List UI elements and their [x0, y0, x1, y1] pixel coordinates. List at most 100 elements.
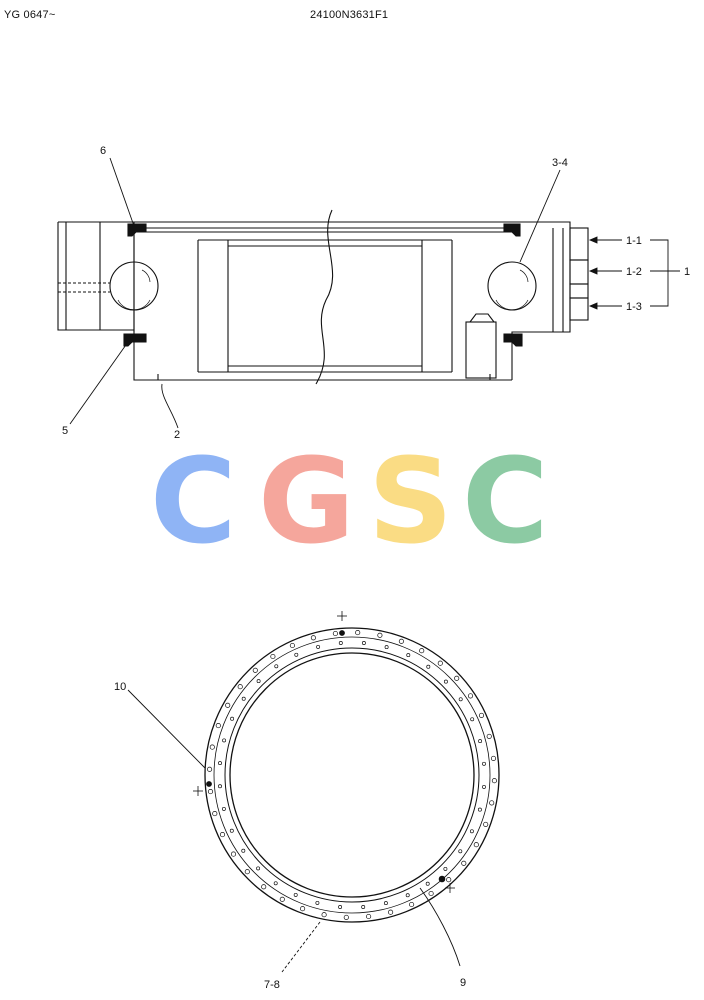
bolt-hole: [229, 828, 234, 833]
bolt-hole: [338, 905, 343, 909]
bolt-hole: [467, 693, 474, 699]
bolt-hole: [469, 829, 474, 834]
bolt-hole: [458, 849, 463, 854]
bolt-hole: [293, 892, 298, 897]
bolt-hole: [316, 644, 321, 649]
section-callouts: 6 3-4 1-1 1-2 1-3 1 5 2: [62, 145, 690, 441]
logo-letter-s: S: [368, 432, 453, 570]
break-line: [315, 209, 334, 385]
bolt-hole: [428, 890, 434, 897]
bolt-hole: [221, 806, 226, 811]
bolt-hole: [361, 641, 366, 645]
bolt-hole: [425, 881, 430, 886]
bolt-hole: [289, 642, 295, 649]
bolt-hole: [294, 652, 299, 657]
plan-view: [193, 611, 500, 923]
seal-top-left: [127, 223, 147, 237]
seal-bottom-right: [503, 333, 523, 347]
callout-6: 6: [100, 145, 106, 157]
bolt-hole: [343, 914, 349, 920]
ball-left: [109, 261, 159, 311]
bolt-hole: [219, 832, 226, 838]
bolt-hole: [437, 660, 443, 666]
bolt-hole: [230, 716, 235, 721]
callout-1-3: 1-3: [626, 301, 642, 313]
bolt-hole: [315, 900, 320, 905]
bolt-hole: [461, 860, 467, 866]
ring-inner-edge: [229, 652, 475, 898]
inner-ring-body: [133, 221, 512, 381]
bolt-hole: [261, 884, 267, 890]
bolt-hole: [241, 696, 246, 701]
bolt-hole: [274, 664, 279, 669]
bolt-hole: [230, 851, 237, 857]
bolt-hole: [483, 821, 489, 827]
bolt-hole: [215, 723, 221, 729]
grease-fitting-top: [339, 630, 345, 636]
bolt-hole: [458, 697, 463, 702]
grease-fitting-right: [438, 875, 446, 883]
bolt-hole: [361, 905, 366, 909]
bolt-hole: [478, 712, 485, 718]
bolt-hole: [256, 866, 261, 871]
ring-inner-step: [224, 647, 480, 903]
bolt-hole: [482, 761, 486, 766]
bolt-hole: [491, 778, 497, 784]
bolt-hole: [384, 645, 389, 650]
grease-fitting-left: [206, 781, 212, 787]
callout-1-2: 1-2: [626, 266, 642, 278]
outer-ring-left: [57, 221, 135, 332]
callout-9: 9: [460, 977, 466, 989]
outer-ring-right: [465, 221, 589, 380]
bolt-hole: [279, 896, 285, 902]
callout-2: 2: [174, 429, 180, 441]
callout-1: 1: [684, 266, 690, 278]
bolt-hole: [478, 739, 483, 744]
bolt-hole: [398, 638, 404, 644]
inner-bolt-holes: [218, 641, 486, 909]
bolt-hole: [409, 901, 415, 908]
bolt-hole: [222, 738, 227, 743]
bolt-hole: [406, 653, 411, 658]
bolt-hole: [338, 641, 343, 645]
bolt-hole: [212, 811, 218, 817]
bolt-hole: [300, 906, 306, 912]
bolt-hole: [270, 653, 276, 660]
bolt-hole: [477, 807, 482, 812]
drawing-number: 24100N3631F1: [310, 9, 389, 21]
bolt-hole: [237, 684, 243, 690]
callout-10: 10: [114, 681, 126, 693]
ring-outer-edge: [204, 627, 500, 923]
bolt-hole: [273, 881, 278, 886]
bolt-hole: [241, 848, 246, 853]
logo-letter-c1: C: [150, 432, 237, 570]
seal-bottom-left: [123, 333, 147, 347]
bolt-hole: [454, 675, 460, 681]
bolt-hole: [207, 789, 214, 795]
bolt-hole: [218, 761, 222, 766]
bolt-hole: [218, 784, 222, 789]
bolt-hole: [321, 912, 327, 918]
bolt-hole: [209, 744, 215, 750]
bolt-hole: [490, 755, 497, 761]
bolt-hole: [225, 702, 231, 708]
callout-5: 5: [62, 425, 68, 437]
section-leaders: [69, 157, 680, 429]
callout-7-8: 7-8: [264, 979, 280, 991]
logo-letter-g: G: [258, 432, 355, 570]
bolt-hole: [355, 630, 361, 636]
bolt-hole: [207, 766, 213, 772]
bolt-hole: [244, 869, 250, 875]
bolt-hole: [310, 635, 316, 641]
plan-callouts: 10 7-8 9: [114, 681, 466, 991]
bolt-hole: [252, 667, 258, 673]
bolt-hole: [446, 877, 452, 883]
bolt-hole: [366, 913, 372, 920]
bolt-hole: [473, 842, 479, 848]
bolt-hole: [443, 866, 448, 871]
bolt-hole: [486, 733, 492, 739]
callout-1-1: 1-1: [626, 235, 642, 247]
watermark-logo: C G S C: [150, 432, 549, 570]
ball-right: [487, 261, 537, 311]
